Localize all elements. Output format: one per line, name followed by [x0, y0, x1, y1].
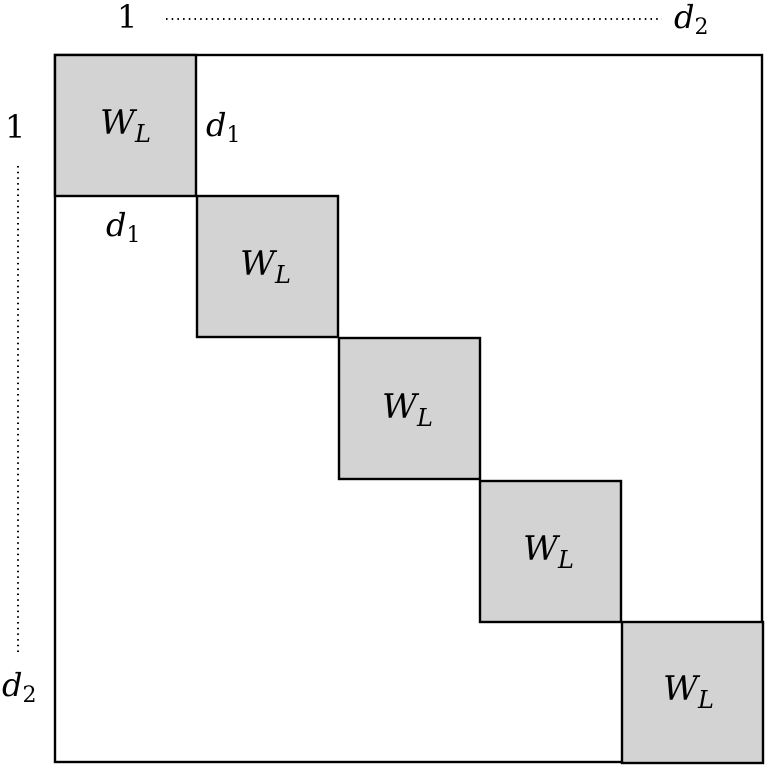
- block-3: WL: [337, 336, 482, 481]
- block-1: WL: [53, 53, 198, 198]
- block-3-label: WL: [382, 387, 433, 432]
- block-2: WL: [195, 194, 340, 339]
- top-axis-start-label: 1: [117, 0, 137, 36]
- block-4-label: WL: [523, 529, 574, 574]
- block-5: WL: [620, 620, 765, 765]
- block-4: WL: [478, 479, 623, 624]
- block-1-label: WL: [100, 103, 151, 148]
- block-2-label: WL: [240, 244, 291, 289]
- block-5-label: WL: [663, 669, 714, 714]
- left-axis-end-label: d2: [2, 666, 36, 708]
- left-axis-start-label: 1: [5, 108, 25, 146]
- top-axis-end-label: d2: [674, 0, 708, 40]
- block-width-label: d1: [206, 106, 240, 148]
- block-height-label: d1: [106, 206, 140, 248]
